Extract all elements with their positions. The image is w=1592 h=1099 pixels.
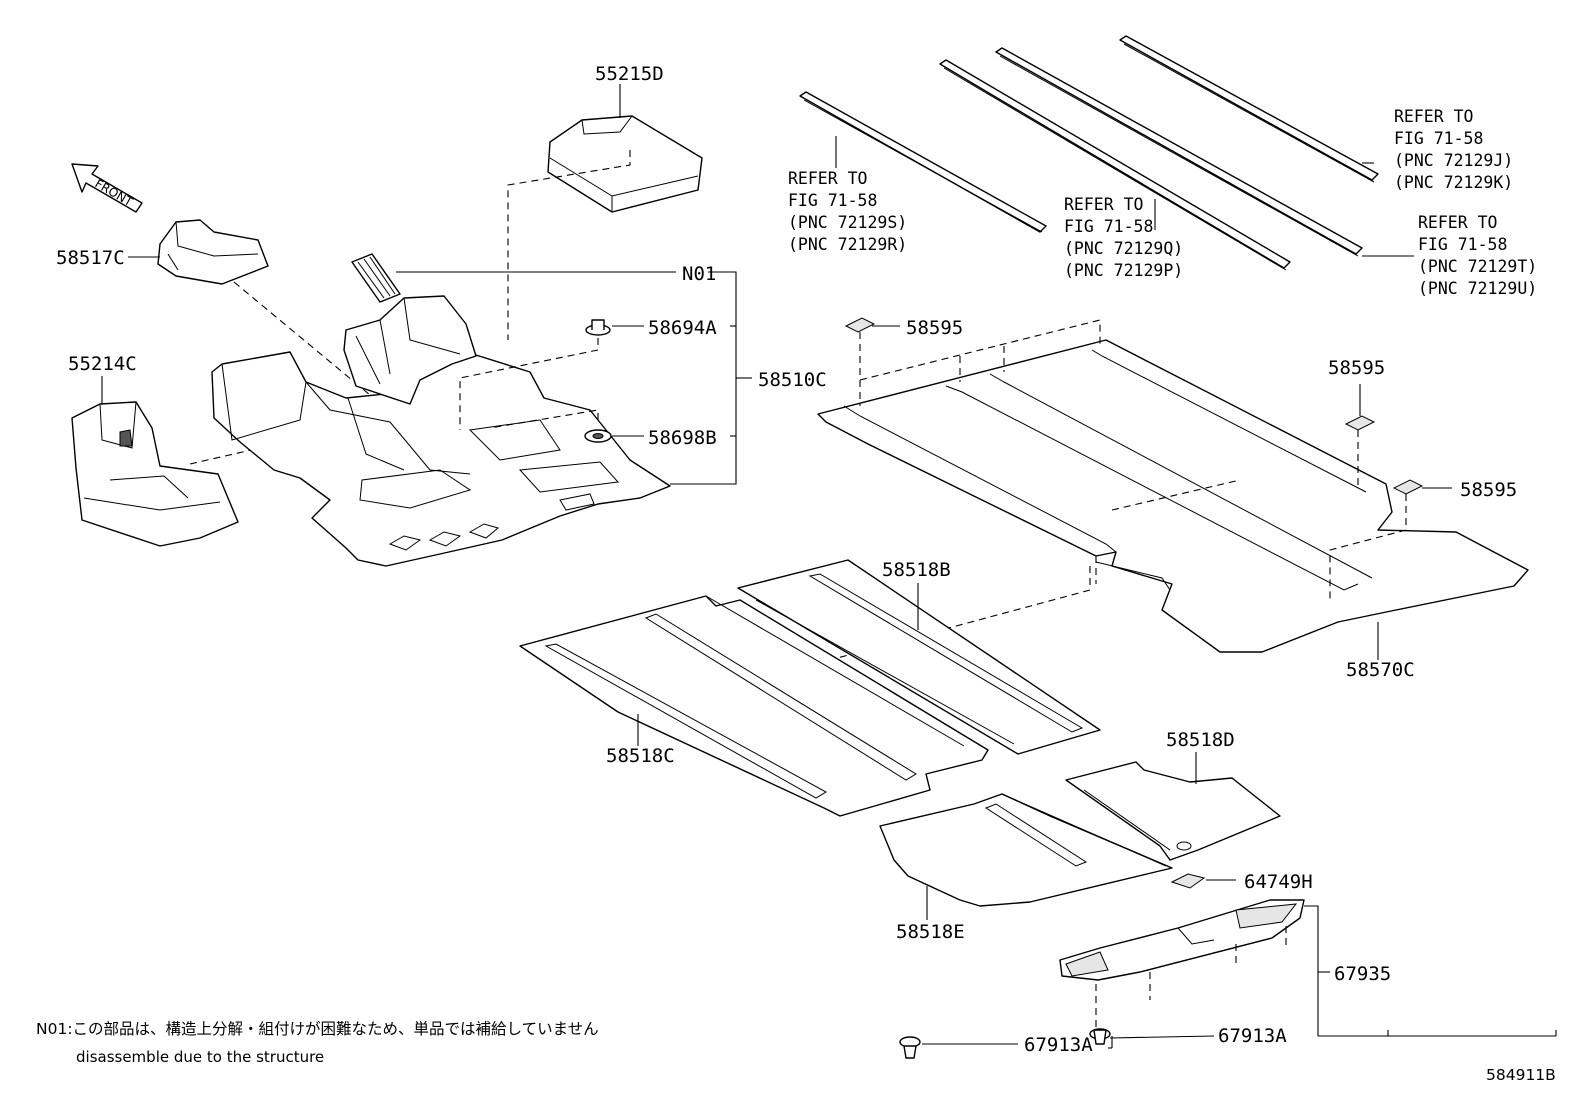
svg-text:(PNC 72129S): (PNC 72129S) — [788, 213, 907, 232]
label-58694A: 58694A — [648, 317, 717, 339]
label-58518C: 58518C — [606, 745, 675, 767]
callout-refer-72129S-R: REFER TO FIG 71-58 (PNC 72129S) (PNC 721… — [788, 169, 907, 254]
svg-text:(PNC 72129U): (PNC 72129U) — [1418, 279, 1537, 298]
label-64749H: 64749H — [1244, 871, 1313, 893]
callout-refer-72129J-K: REFER TO FIG 71-58 (PNC 72129J) (PNC 721… — [1394, 107, 1513, 192]
front-arrow-icon: FRONT — [71, 163, 143, 213]
label-N01: N01 — [682, 263, 716, 285]
part-58518C-shape — [519, 595, 989, 817]
label-58518B: 58518B — [882, 559, 951, 581]
label-58570C: 58570C — [1346, 659, 1415, 681]
clip-64749H-icon — [1170, 873, 1206, 889]
part-58510C-shape — [211, 349, 671, 567]
svg-text:REFER TO: REFER TO — [1394, 107, 1473, 126]
callout-refer-72129Q-P: REFER TO FIG 71-58 (PNC 72129Q) (PNC 721… — [1064, 195, 1183, 280]
label-58517C: 58517C — [56, 247, 125, 269]
console-cover-shape — [343, 295, 477, 405]
svg-text:(PNC 72129T): (PNC 72129T) — [1418, 257, 1537, 276]
svg-text:(PNC 72129J): (PNC 72129J) — [1394, 151, 1513, 170]
part-58517C-shape — [157, 219, 269, 285]
svg-text:(PNC 72129P): (PNC 72129P) — [1064, 261, 1183, 280]
label-67913A: 67913A — [1218, 1025, 1287, 1047]
figure-id: 584911B — [1486, 1066, 1556, 1084]
note-line-1: N01:この部品は、構造上分解・組付けが困難なため、単品では補給していません — [36, 1020, 599, 1038]
svg-text:REFER TO: REFER TO — [788, 169, 867, 188]
part-55215D-shape — [547, 115, 703, 213]
clip-58595-icon — [844, 317, 1424, 495]
label-58595: 58595 — [906, 317, 963, 339]
front-label: FRONT — [93, 176, 136, 209]
callout-refer-72129T-U: REFER TO FIG 71-58 (PNC 72129T) (PNC 721… — [1418, 213, 1537, 298]
label-58518E: 58518E — [896, 921, 965, 943]
label-67935: 67935 — [1334, 963, 1391, 985]
screw-67913A-icon — [899, 1028, 1111, 1059]
label-55214C: 55214C — [68, 353, 137, 375]
svg-text:REFER TO: REFER TO — [1418, 213, 1497, 232]
note-line-2: disassemble due to the structure — [76, 1048, 324, 1066]
part-67935-shape — [1059, 899, 1305, 981]
label-55215D: 55215D — [595, 63, 664, 85]
svg-text:FIG 71-58: FIG 71-58 — [788, 191, 877, 210]
clip-58698B-icon — [584, 429, 612, 443]
svg-text:FIG 71-58: FIG 71-58 — [1418, 235, 1507, 254]
label-58595: 58595 — [1460, 479, 1517, 501]
svg-text:(PNC 72129K): (PNC 72129K) — [1394, 173, 1513, 192]
part-58518D-shape — [1065, 761, 1281, 861]
label-58510C: 58510C — [758, 369, 827, 391]
label-58698B: 58698B — [648, 427, 717, 449]
svg-text:REFER TO: REFER TO — [1064, 195, 1143, 214]
label-67913A: 67913A — [1024, 1034, 1093, 1056]
svg-text:(PNC 72129Q): (PNC 72129Q) — [1064, 239, 1183, 258]
svg-text:FIG 71-58: FIG 71-58 — [1064, 217, 1153, 236]
svg-text:FIG 71-58: FIG 71-58 — [1394, 129, 1483, 148]
part-58518B-shape — [737, 559, 1101, 755]
clip-58694A-icon — [585, 319, 611, 336]
svg-text:(PNC 72129R): (PNC 72129R) — [788, 235, 907, 254]
rail-group-icon — [799, 35, 1379, 271]
part-58518E-shape — [879, 793, 1173, 907]
label-58518D: 58518D — [1166, 729, 1235, 751]
part-55214C-shape — [71, 401, 239, 547]
label-58595: 58595 — [1328, 357, 1385, 379]
part-N01-shape — [351, 253, 401, 303]
